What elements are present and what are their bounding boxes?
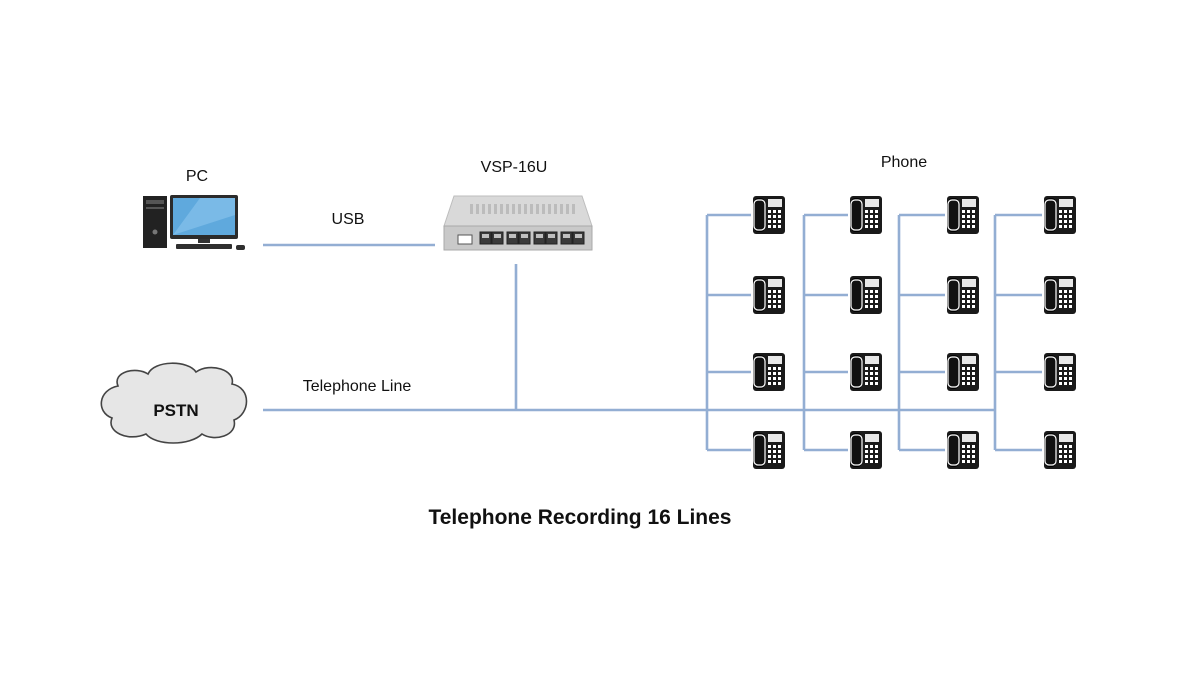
vent-slot bbox=[536, 204, 539, 214]
pc-label: PC bbox=[186, 168, 208, 185]
vent-slot bbox=[488, 204, 491, 214]
vent-slot bbox=[530, 204, 533, 214]
desk-phone-icon bbox=[752, 352, 786, 392]
pstn-label: PSTN bbox=[153, 401, 198, 420]
vent-slot bbox=[524, 204, 527, 214]
vent-slot bbox=[506, 204, 509, 214]
vent-slot bbox=[482, 204, 485, 214]
phone-grid bbox=[752, 195, 1077, 470]
desk-phone-icon bbox=[1043, 195, 1077, 235]
vent-slot bbox=[572, 204, 575, 214]
vent-slot bbox=[500, 204, 503, 214]
vent-slot bbox=[566, 204, 569, 214]
phone-group-label: Phone bbox=[881, 154, 927, 171]
desk-phone-icon bbox=[1043, 352, 1077, 392]
diagram-title: Telephone Recording 16 Lines bbox=[428, 506, 731, 529]
vent-slot bbox=[554, 204, 557, 214]
vent-slot bbox=[560, 204, 563, 214]
pc-node: PC bbox=[143, 168, 245, 250]
port-contact bbox=[521, 234, 528, 238]
desk-phone-icon bbox=[946, 195, 980, 235]
vent-slot bbox=[518, 204, 521, 214]
device-label: VSP-16U bbox=[481, 159, 548, 176]
port-contact bbox=[509, 234, 516, 238]
device-node: VSP-16U bbox=[443, 159, 593, 251]
usb-label: USB bbox=[332, 211, 365, 228]
desk-phone-icon bbox=[849, 195, 883, 235]
vent-slot bbox=[512, 204, 515, 214]
desk-phone-icon bbox=[849, 430, 883, 470]
vent-slot bbox=[542, 204, 545, 214]
desk-phone-icon bbox=[1043, 430, 1077, 470]
pstn-node: PSTN bbox=[100, 362, 248, 444]
cloud-icon bbox=[100, 362, 248, 444]
desk-phone-icon bbox=[752, 275, 786, 315]
port-contact bbox=[482, 234, 489, 238]
telephone-line-label: Telephone Line bbox=[303, 378, 412, 395]
desk-phone-icon bbox=[1043, 275, 1077, 315]
port-contact bbox=[536, 234, 543, 238]
vent-slot bbox=[548, 204, 551, 214]
vent-slot bbox=[476, 204, 479, 214]
desk-phone-icon bbox=[752, 430, 786, 470]
port-contact bbox=[575, 234, 582, 238]
recorder-box-icon bbox=[443, 195, 593, 251]
desktop-computer-icon bbox=[143, 195, 245, 250]
port-contact bbox=[548, 234, 555, 238]
desk-phone-icon bbox=[849, 352, 883, 392]
desk-phone-icon bbox=[946, 430, 980, 470]
phone-wires bbox=[705, 213, 1042, 452]
vent-slot bbox=[494, 204, 497, 214]
desk-phone-icon bbox=[946, 352, 980, 392]
desk-phone-icon bbox=[946, 275, 980, 315]
vent-slot bbox=[470, 204, 473, 214]
wires bbox=[263, 213, 1042, 452]
desk-phone-icon bbox=[849, 275, 883, 315]
port-contact bbox=[494, 234, 501, 238]
port-contact bbox=[563, 234, 570, 238]
desk-phone-icon bbox=[752, 195, 786, 235]
